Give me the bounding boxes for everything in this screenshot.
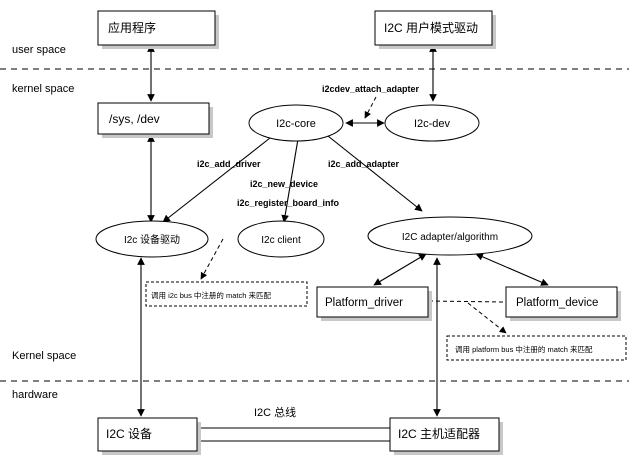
edge-adapter-pdevice	[475, 253, 549, 286]
svg-text:调用 i2c bus 中注册的 match 来匹配: 调用 i2c bus 中注册的 match 来匹配	[151, 290, 272, 300]
svg-text:I2C 主机适配器: I2C 主机适配器	[398, 427, 480, 441]
node-device-driver: I2c 设备驱动	[95, 220, 209, 258]
node-i2c-user-driver: I2C 用户模式驱动	[374, 10, 496, 49]
note-i2c-bus-match: 调用 i2c bus 中注册的 match 来匹配	[145, 281, 308, 307]
label-i2c-add-driver: i2c_add_driver	[197, 159, 261, 169]
svg-text:I2C adapter/algorithm: I2C adapter/algorithm	[402, 232, 498, 243]
label-kernel-space: kernel space	[12, 83, 74, 95]
label-user-space: user space	[12, 44, 66, 56]
svg-text:/sys, /dev: /sys, /dev	[109, 112, 160, 126]
label-i2c-add-adapter: i2c_add_adapter	[328, 159, 400, 169]
svg-text:I2c 设备驱动: I2c 设备驱动	[124, 233, 180, 246]
edge-attach-adapter-note	[364, 96, 377, 119]
label-hardware: hardware	[12, 389, 58, 401]
node-i2c-core: I2c-core	[248, 104, 344, 142]
label-i2c-register-board-info: i2c_register_board_info	[237, 198, 340, 208]
svg-text:I2c client: I2c client	[261, 235, 301, 246]
label-i2c-bus: I2C 总线	[254, 405, 296, 419]
label-i2c-new-device: i2c_new_device	[250, 179, 318, 189]
node-platform-device: Platform_device	[505, 286, 621, 321]
svg-text:调用 platform bus 中注册的 match 来匹配: 调用 platform bus 中注册的 match 来匹配	[455, 344, 593, 354]
svg-text:I2c-dev: I2c-dev	[414, 118, 451, 130]
edge-pdriver-pdevice	[428, 300, 504, 303]
node-i2c-device: I2C 设备	[97, 417, 201, 455]
svg-text:Platform_device: Platform_device	[516, 297, 598, 309]
svg-text:I2C 设备: I2C 设备	[106, 427, 152, 441]
node-app: 应用程序	[97, 10, 219, 49]
node-adapter-algorithm: I2C adapter/algorithm	[367, 216, 533, 256]
label-kernel-space-lower: Kernel space	[12, 350, 76, 362]
svg-text:应用程序: 应用程序	[108, 20, 156, 35]
node-platform-driver: Platform_driver	[316, 286, 432, 321]
edge-platform-match	[467, 302, 507, 334]
edge-adapter-pdriver	[373, 253, 427, 286]
note-platform-bus-match: 调用 platform bus 中注册的 match 来匹配	[446, 335, 627, 361]
svg-text:Platform_driver: Platform_driver	[325, 297, 403, 309]
svg-text:I2c-core: I2c-core	[276, 118, 316, 130]
node-i2c-dev: I2c-dev	[384, 104, 480, 142]
node-i2c-client: I2c client	[237, 220, 325, 258]
edge-core-client	[281, 138, 299, 223]
edge-client-match	[200, 238, 224, 280]
label-i2cdev-attach-adapter: i2cdev_attach_adapter	[322, 84, 420, 94]
edge-core-adapter	[327, 135, 423, 212]
edge-core-devicedriver	[162, 137, 271, 223]
node-sys-dev: /sys, /dev	[97, 102, 213, 138]
svg-text:I2C 用户模式驱动: I2C 用户模式驱动	[384, 20, 478, 35]
node-i2c-host-adapter: I2C 主机适配器	[389, 417, 503, 455]
